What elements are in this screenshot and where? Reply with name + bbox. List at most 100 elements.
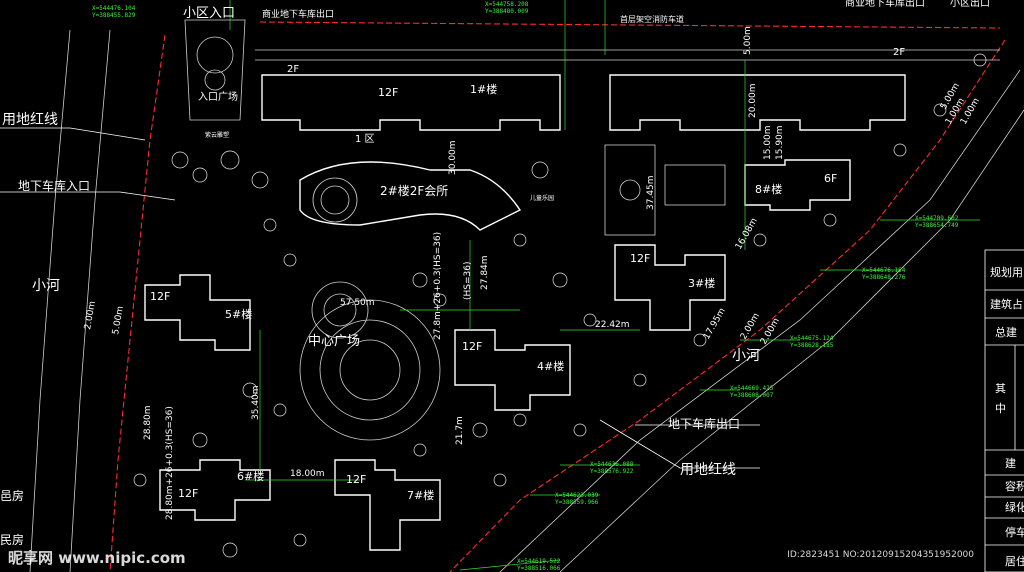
data-table-grid <box>984 249 1024 572</box>
dim-35-40: 35.40m <box>251 385 261 420</box>
coord-1-x: X=544476.104 <box>92 5 136 12</box>
red-line-left-label: 用地红线 <box>2 112 58 128</box>
building-4-label: 4#楼 <box>537 359 564 373</box>
coord-2-x: X=544758.208 <box>485 1 529 8</box>
site-red-line-left <box>109 34 166 572</box>
table-row-3: 总建 <box>995 325 1017 339</box>
clubhouse-building <box>299 161 522 231</box>
dim-37-45: 37.45m <box>646 175 656 210</box>
edge-label-2: 民房 <box>0 532 24 547</box>
coord-1-y: Y=388455.829 <box>92 12 136 19</box>
building-row-top <box>261 74 906 131</box>
building-2f-right-label: 2F <box>893 47 905 58</box>
central-plaza-label: 中心广场 <box>308 334 360 349</box>
table-row-10: 居住 <box>1005 554 1024 568</box>
building-3-label: 3#楼 <box>688 276 715 290</box>
table-row-8: 绿化 <box>1005 500 1024 514</box>
site-red-line-right <box>449 39 1006 572</box>
watermark-id: ID:2823451 NO:20120915204351952000 <box>787 550 974 560</box>
sports-courts <box>604 144 726 236</box>
dim-18-00: 18.00m <box>290 469 325 479</box>
sculpture-label: 紫云雕塑 <box>205 131 229 139</box>
coord-6-x: X=544669.425 <box>730 385 774 392</box>
callout-leaders <box>0 127 760 469</box>
building-5-floors: 12F <box>150 290 170 303</box>
dim-57-50: 57.50m <box>340 298 375 308</box>
table-row-4: 其 <box>995 382 1006 395</box>
building-6-label: 6#楼 <box>237 469 264 483</box>
building-3-floors: 12F <box>630 252 650 265</box>
table-row-1: 规划用 <box>990 265 1023 279</box>
building-1-floors: 12F <box>378 86 398 99</box>
dim-15-00: 15.00m <box>763 125 773 160</box>
coord-5-y: Y=388628.185 <box>790 342 834 349</box>
zone-1-label: 1 区 <box>355 133 375 145</box>
central-plaza <box>299 281 441 441</box>
coord-3-x: X=544709.602 <box>915 215 959 222</box>
building-1-label: 1#楼 <box>470 82 497 96</box>
river-right-bank-2 <box>559 109 1024 572</box>
river-right-bank <box>499 69 1021 572</box>
entrance-plaza <box>184 19 246 121</box>
building-7-label: 7#楼 <box>407 488 434 502</box>
building-8-label: 8#楼 <box>755 182 782 196</box>
dim-27-8-hs: 27.8m+26+0.3(HS=36) <box>433 232 443 340</box>
coord-9-y: Y=388516.066 <box>517 565 561 572</box>
coord-9-x: X=544619.522 <box>517 558 561 565</box>
commercial-garage-entrance-label: 商业地下车库出口 <box>845 0 925 9</box>
dim-28-80-hs: 28.80m+26+0.3(HS=36) <box>165 406 175 520</box>
top-road <box>255 49 1000 61</box>
coord-8-x: X=544623.039 <box>555 492 599 499</box>
table-row-5: 中 <box>995 402 1006 415</box>
red-line-right-label: 用地红线 <box>680 462 736 478</box>
landscape-trees <box>133 53 987 558</box>
building-4-floors: 12F <box>462 340 482 353</box>
building-5-label: 5#楼 <box>225 307 252 321</box>
dim-5-00-top: 5.00m <box>743 26 753 55</box>
dim-22-42: 22.42m <box>595 320 630 330</box>
coord-5-x: X=544675.124 <box>790 335 834 342</box>
building-8-floors: 6F <box>824 172 837 185</box>
entrance-plaza-label: 入口广场 <box>198 90 238 103</box>
table-row-7: 容积 <box>1005 479 1024 493</box>
river-right-label: 小河 <box>732 348 760 364</box>
dim-21-7: 21.7m <box>455 416 465 445</box>
dim-27-84: 27.84m <box>480 255 490 290</box>
dim-28-80: 28.80m <box>143 405 153 440</box>
children-area-label: 儿童乐园 <box>530 194 554 202</box>
dim-30-00: 30.00m <box>448 140 458 175</box>
dim-hs-36: (HS=36) <box>463 262 473 301</box>
coord-8-y: Y=388559.966 <box>555 499 599 506</box>
watermark-site: 昵享网 www.nipic.com <box>8 549 186 567</box>
table-row-9: 停车 <box>1005 525 1024 539</box>
coord-7-x: X=544636.088 <box>590 461 634 468</box>
coord-3-y: Y=388654.749 <box>915 222 959 229</box>
commercial-garage-exit-label: 商业地下车库出口 <box>262 8 334 20</box>
dim-16-08: 16.08m <box>734 217 760 252</box>
building-6-floors: 12F <box>178 487 198 500</box>
site-red-line-top <box>259 21 1001 29</box>
clubhouse-label: 2#楼2F会所 <box>380 183 448 198</box>
table-row-6: 建 <box>1005 456 1016 470</box>
coord-4-x: X=544676.154 <box>862 267 906 274</box>
dim-5-00-left: 5.00m <box>111 305 126 335</box>
edge-label-1: 邑房 <box>0 488 24 503</box>
garage-exit-right-label: 地下车库出口 <box>668 416 740 431</box>
garage-entrance-left-label: 地下车库入口 <box>18 178 90 193</box>
building-2f-label: 2F <box>287 64 299 75</box>
dim-2-00-left: 2.00m <box>83 300 98 330</box>
dim-15-90: 15.90m <box>775 125 785 160</box>
table-row-2: 建筑占 <box>990 297 1023 311</box>
river-left-label: 小河 <box>32 278 60 294</box>
community-entrance-label: 小区入口 <box>183 6 235 21</box>
coord-4-y: Y=388648.276 <box>862 274 906 281</box>
river-left-bank-2 <box>69 29 111 572</box>
survey-lines <box>229 0 980 571</box>
building-7-floors: 12F <box>346 473 366 486</box>
coord-7-y: Y=388576.922 <box>590 468 634 475</box>
coord-2-y: Y=388480.009 <box>485 8 529 15</box>
fire-lane-label: 首层架空消防车道 <box>620 14 684 24</box>
dim-17-95: 17.95m <box>702 307 728 342</box>
coord-6-y: Y=388608.007 <box>730 392 774 399</box>
